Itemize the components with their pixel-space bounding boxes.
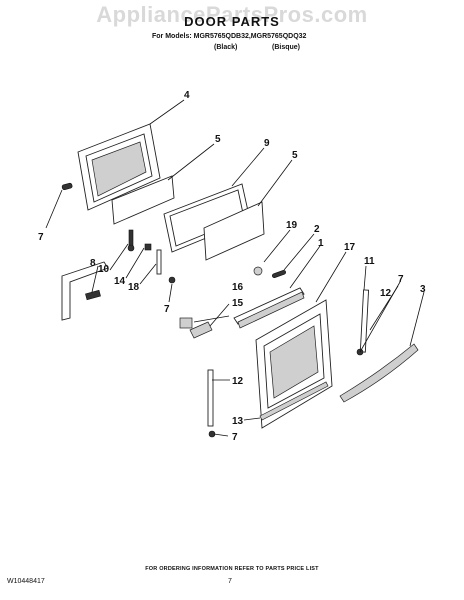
callout-3: 3 <box>420 284 426 295</box>
callout-9: 9 <box>264 138 270 149</box>
part-bottom-trim <box>259 381 329 421</box>
part-hinge-hardware <box>127 229 152 252</box>
part-door-handle <box>339 343 419 403</box>
document-id: W10448417 <box>7 578 45 585</box>
page-number: 7 <box>228 578 232 585</box>
callout-10: 10 <box>98 264 110 275</box>
part-side-channel-right <box>359 289 370 353</box>
part-hinge-bracket <box>61 261 109 321</box>
watermark: AppliancePartsPros.com <box>96 2 368 27</box>
callout-13: 13 <box>232 416 244 427</box>
callout-16: 16 <box>232 282 244 293</box>
part-outer-door <box>255 299 333 429</box>
variant-black: (Black) <box>214 44 238 51</box>
part-screw-left <box>61 182 73 191</box>
part-end-cap <box>179 317 193 329</box>
part-hinge-18 <box>156 249 176 284</box>
part-glass-panel-lower <box>203 201 265 261</box>
model-list: For Models: MGR5765QDB32,MGR5765QDQ32 <box>152 33 307 40</box>
callout-19: 19 <box>286 220 298 231</box>
callout-7-mid: 7 <box>164 304 170 315</box>
leader-lines <box>45 99 425 437</box>
callout-7-bottom: 7 <box>232 432 238 443</box>
callout-1: 1 <box>318 238 324 249</box>
ordering-note: FOR ORDERING INFORMATION REFER TO PARTS … <box>145 566 319 572</box>
callout-5-upper: 5 <box>215 134 221 145</box>
callout-14: 14 <box>114 276 126 287</box>
part-side-channel-left <box>207 369 214 427</box>
part-glass-panel-upper <box>111 175 175 225</box>
callout-4: 4 <box>184 90 190 101</box>
callout-11: 11 <box>364 256 375 267</box>
callout-5-lower: 5 <box>292 150 298 161</box>
callout-8: 8 <box>90 258 96 269</box>
callout-2: 2 <box>314 224 320 235</box>
callout-18: 18 <box>128 282 140 293</box>
callout-12-left: 12 <box>232 376 244 387</box>
part-inner-door-frame <box>77 123 161 211</box>
callout-12-right: 12 <box>380 288 392 299</box>
part-bumper <box>253 266 263 276</box>
page-title: DOOR PARTS <box>184 14 280 29</box>
part-hinge-pin <box>272 269 286 279</box>
part-vent-trim <box>233 287 305 329</box>
part-latch <box>189 321 213 339</box>
callout-7-right: 7 <box>398 274 404 285</box>
callout-17: 17 <box>344 242 356 253</box>
callout-15: 15 <box>232 298 244 309</box>
callout-7-left: 7 <box>38 232 44 243</box>
variant-bisque: (Bisque) <box>272 44 300 51</box>
